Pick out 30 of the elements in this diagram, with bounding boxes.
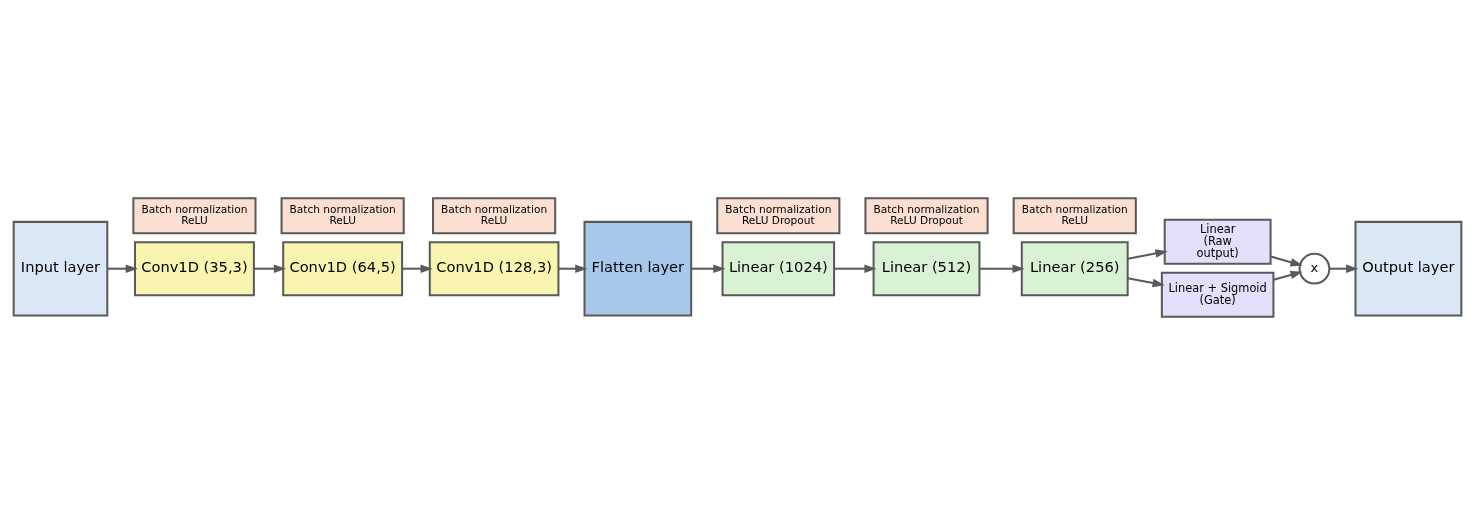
node-box: Flatten layer xyxy=(583,220,693,317)
node-box: Linear (Raw output) xyxy=(1163,218,1272,265)
node-box: Batch normalization ReLU Dropout xyxy=(864,196,989,234)
arrow xyxy=(691,263,726,273)
node-box: Conv1D (64,5) xyxy=(282,240,404,296)
arrow xyxy=(1270,255,1303,266)
node-box: Batch normalization ReLU xyxy=(280,196,405,234)
node-box: Batch normalization ReLU xyxy=(132,196,257,234)
arrow xyxy=(558,263,588,273)
arrow xyxy=(1329,263,1359,273)
arrow xyxy=(1273,270,1303,281)
node-box: Batch normalization ReLU Dropout xyxy=(716,196,841,234)
arrow xyxy=(107,263,138,273)
node-box: Conv1D (35,3) xyxy=(133,240,255,296)
arrow xyxy=(979,263,1025,273)
node-box: Linear (1024) xyxy=(721,240,836,296)
arrow xyxy=(1127,248,1168,260)
node-box: Linear (512) xyxy=(872,240,981,296)
node-box: Linear (256) xyxy=(1020,240,1129,296)
arrow xyxy=(1127,276,1165,287)
arrow xyxy=(834,263,877,273)
node-box: Linear + Sigmoid (Gate) xyxy=(1160,271,1275,318)
node-box: Input layer xyxy=(12,220,109,317)
node-circle: x xyxy=(1298,252,1331,285)
node-box: Conv1D (128,3) xyxy=(428,240,560,296)
arrow xyxy=(254,263,287,273)
arrow xyxy=(402,263,433,273)
node-box: Batch normalization ReLU xyxy=(1012,196,1137,234)
node-box: Batch normalization ReLU xyxy=(432,196,557,234)
node-box: Output layer xyxy=(1354,220,1463,317)
